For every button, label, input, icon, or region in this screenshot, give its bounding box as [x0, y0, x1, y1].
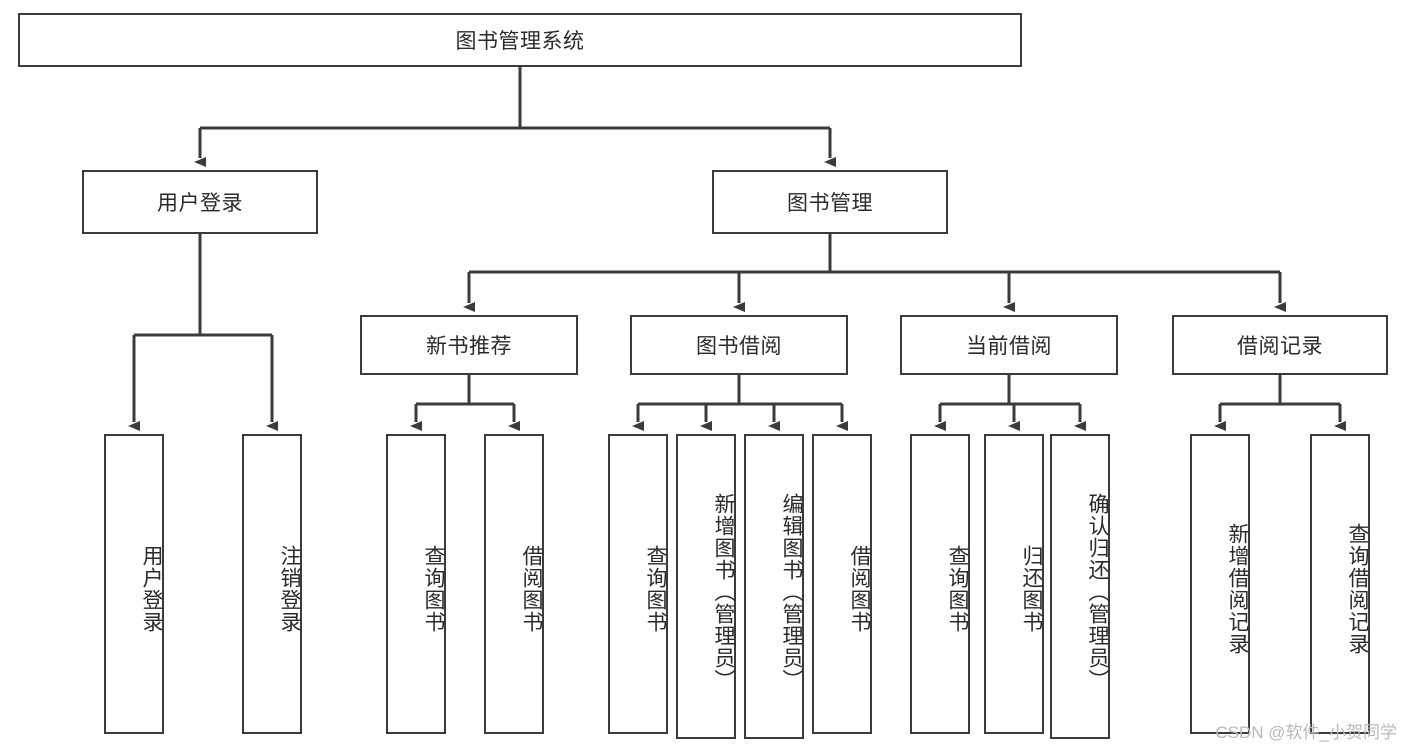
- node-leaf-edit-book-label: 编辑图书（管理员）: [780, 492, 803, 691]
- node-new-book-recommend[interactable]: 新书推荐: [360, 315, 578, 375]
- node-leaf-edit-book[interactable]: 编辑图书（管理员）: [744, 434, 804, 739]
- node-new-book-recommend-label: 新书推荐: [426, 335, 512, 358]
- node-leaf-query-book-borrow-label: 查询图书: [644, 545, 667, 633]
- node-leaf-query-book-cur-label: 查询图书: [946, 545, 969, 633]
- node-leaf-query-book-rec-label: 查询图书: [422, 545, 445, 633]
- node-leaf-user-login[interactable]: 用户登录: [104, 434, 164, 734]
- node-borrow-record[interactable]: 借阅记录: [1172, 315, 1388, 375]
- node-leaf-borrow-book[interactable]: 借阅图书: [812, 434, 872, 734]
- node-leaf-borrow-book-rec-label: 借阅图书: [520, 545, 543, 633]
- node-user-login[interactable]: 用户登录: [82, 170, 318, 234]
- node-book-borrow-label: 图书借阅: [696, 335, 782, 358]
- node-current-borrow[interactable]: 当前借阅: [900, 315, 1118, 375]
- node-leaf-confirm-return-label: 确认归还（管理员）: [1086, 492, 1109, 691]
- node-book-manage[interactable]: 图书管理: [712, 170, 948, 234]
- node-leaf-borrow-book-label: 借阅图书: [848, 545, 871, 633]
- node-leaf-query-record-label: 查询借阅记录: [1346, 523, 1369, 655]
- node-leaf-query-book-rec[interactable]: 查询图书: [386, 434, 446, 734]
- node-book-borrow[interactable]: 图书借阅: [630, 315, 848, 375]
- node-leaf-query-record[interactable]: 查询借阅记录: [1310, 434, 1370, 734]
- node-leaf-query-book-cur[interactable]: 查询图书: [910, 434, 970, 734]
- node-leaf-add-book[interactable]: 新增图书（管理员）: [676, 434, 736, 739]
- node-book-manage-label: 图书管理: [787, 192, 873, 215]
- node-current-borrow-label: 当前借阅: [966, 335, 1052, 358]
- node-root-label: 图书管理系统: [455, 30, 585, 53]
- node-root[interactable]: 图书管理系统: [18, 13, 1022, 67]
- node-leaf-add-book-label: 新增图书（管理员）: [712, 492, 735, 691]
- node-leaf-user-logout-label: 注销登录: [278, 545, 301, 633]
- node-borrow-record-label: 借阅记录: [1237, 335, 1323, 358]
- node-leaf-user-login-label: 用户登录: [140, 545, 163, 633]
- node-leaf-return-book-label: 归还图书: [1020, 545, 1043, 633]
- node-leaf-confirm-return[interactable]: 确认归还（管理员）: [1050, 434, 1110, 739]
- node-leaf-query-book-borrow[interactable]: 查询图书: [608, 434, 668, 734]
- node-leaf-borrow-book-rec[interactable]: 借阅图书: [484, 434, 544, 734]
- node-leaf-add-record-label: 新增借阅记录: [1226, 523, 1249, 655]
- node-leaf-user-logout[interactable]: 注销登录: [242, 434, 302, 734]
- node-leaf-add-record[interactable]: 新增借阅记录: [1190, 434, 1250, 734]
- node-user-login-label: 用户登录: [157, 192, 243, 215]
- csdn-watermark: CSDN @软件_小贺同学: [1215, 723, 1397, 742]
- node-leaf-return-book[interactable]: 归还图书: [984, 434, 1044, 734]
